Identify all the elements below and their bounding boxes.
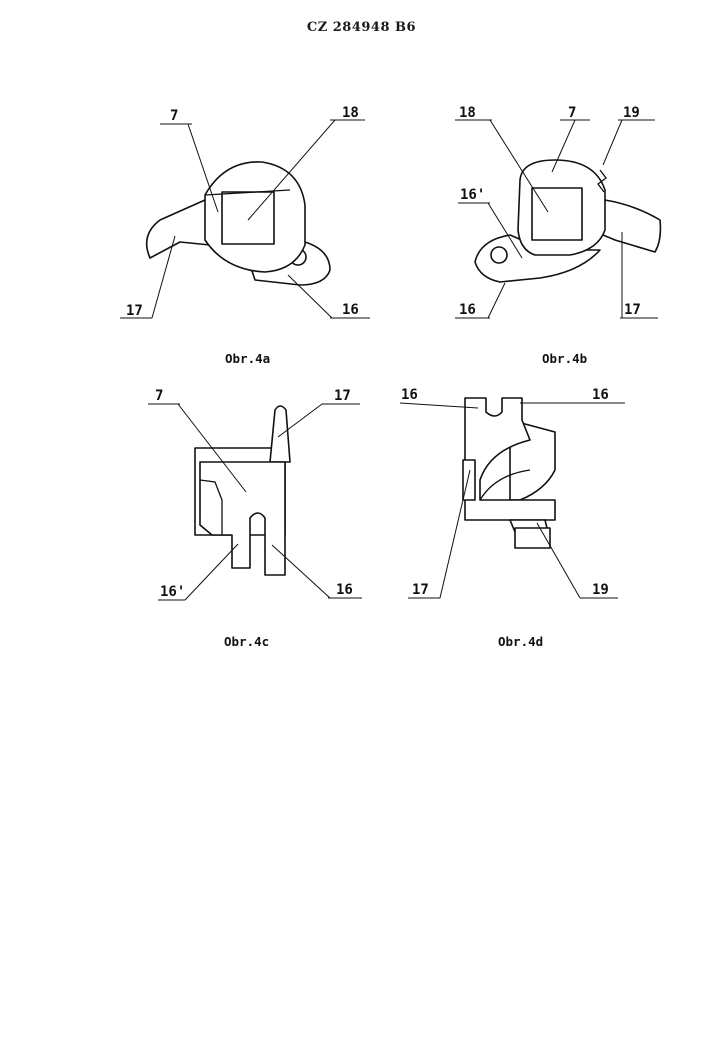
part-17-arm xyxy=(462,459,476,501)
document-number: CZ 284948 B6 xyxy=(306,20,417,35)
part-7-body xyxy=(199,461,286,576)
label-19: 19 xyxy=(592,582,609,598)
label-18: 18 xyxy=(459,105,476,121)
part-16-lobe xyxy=(474,234,601,283)
label-16-right: 16 xyxy=(592,387,609,403)
caption-obr-4a: Obr.4a xyxy=(225,351,270,366)
label-7: 7 xyxy=(170,108,178,124)
label-16: 16 xyxy=(336,582,353,598)
label-16-prime: 16' xyxy=(460,187,485,203)
label-17: 17 xyxy=(126,303,143,319)
label-16-prime: 16' xyxy=(160,584,185,600)
figure-4b: 18 7 19 16' 16 17 Obr.4b xyxy=(455,105,662,366)
part-17-arm xyxy=(145,199,211,259)
part-17-arm xyxy=(269,405,291,463)
label-16: 16 xyxy=(459,302,476,318)
caption-obr-4b: Obr.4b xyxy=(542,351,587,366)
figure-4d: 16 16 17 19 Obr.4d xyxy=(399,387,625,649)
figure-4a: 7 18 17 16 Obr.4a xyxy=(120,105,370,366)
figure-4c: 7 17 16' 16 Obr.4c xyxy=(148,388,362,649)
label-16: 16 xyxy=(342,302,359,318)
part-17-arm xyxy=(602,199,662,253)
label-18: 18 xyxy=(342,105,359,121)
part-18-square-hole xyxy=(531,187,583,241)
caption-obr-4d: Obr.4d xyxy=(498,634,543,649)
label-17: 17 xyxy=(412,582,429,598)
label-17: 17 xyxy=(334,388,351,404)
part-16-hole xyxy=(490,246,508,264)
label-7: 7 xyxy=(568,105,576,121)
label-19: 19 xyxy=(623,105,640,121)
label-7: 7 xyxy=(155,388,163,404)
part-19-notch xyxy=(597,169,607,193)
caption-obr-4c: Obr.4c xyxy=(224,634,269,649)
label-16-left: 16 xyxy=(401,387,418,403)
part-19-foot xyxy=(514,527,551,549)
label-17: 17 xyxy=(624,302,641,318)
part-16-body xyxy=(464,397,556,521)
